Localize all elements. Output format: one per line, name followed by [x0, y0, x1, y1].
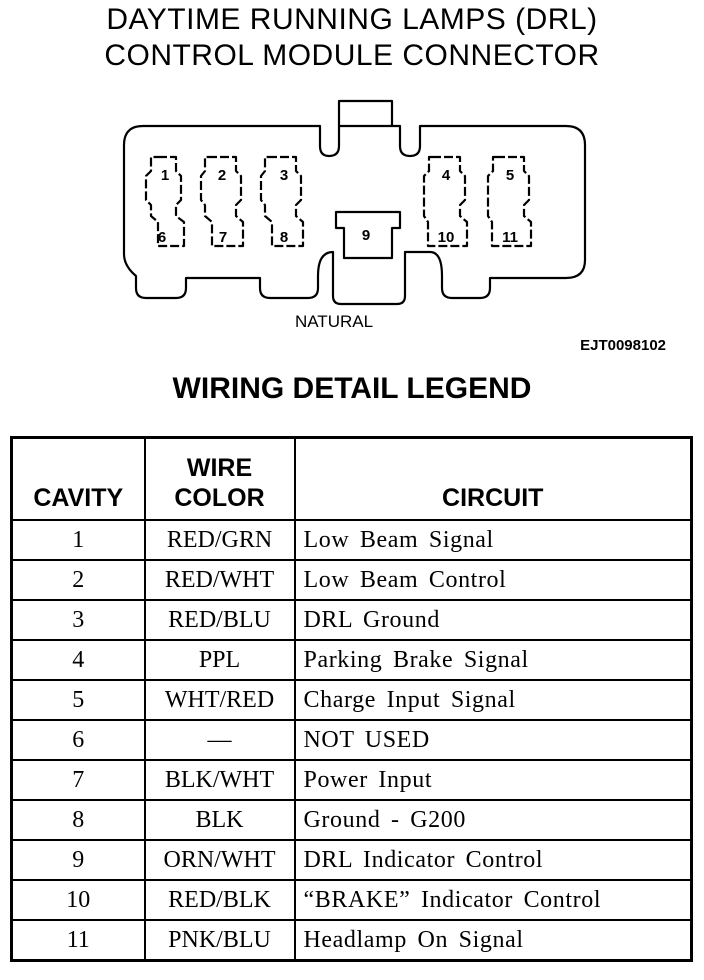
- pin-label-7: 7: [219, 229, 227, 246]
- cavity-9: [334, 210, 402, 260]
- circuit-cell: Low Beam Control: [293, 559, 693, 601]
- circuit-cell: DRL Ground: [293, 599, 693, 641]
- cavity-cell: 8: [10, 799, 146, 841]
- cavity-4-10: [422, 155, 469, 248]
- figure-code: EJT0098102: [580, 337, 666, 354]
- cavity-cell: 5: [10, 679, 146, 721]
- cavity-cell: 9: [10, 839, 146, 881]
- wire-color-cell: PPL: [143, 639, 296, 681]
- connector-color-label: NATURAL: [295, 312, 373, 331]
- circuit-cell: Low Beam Signal: [293, 519, 693, 561]
- cavity-5-11: [486, 155, 533, 248]
- circuit-cell: DRL Indicator Control: [293, 839, 693, 881]
- wire-color-cell: WHT/RED: [143, 679, 296, 721]
- pin-label-10: 10: [438, 229, 455, 246]
- wire-color-cell: —: [143, 719, 296, 761]
- cavity-cell: 7: [10, 759, 146, 801]
- header-circuit: CIRCUIT: [293, 436, 693, 521]
- connector-housing: [122, 99, 587, 306]
- pin-label-3: 3: [280, 167, 288, 184]
- diagram-title-line-2: CONTROL MODULE CONNECTOR: [104, 39, 600, 72]
- wire-color-cell: RED/BLK: [143, 879, 296, 921]
- header-wire-color-line-2: COLOR: [174, 484, 265, 512]
- circuit-cell: Charge Input Signal: [293, 679, 693, 721]
- wire-color-cell: BLK/WHT: [143, 759, 296, 801]
- wire-color-cell: RED/GRN: [143, 519, 296, 561]
- header-wire-color: WIRE COLOR: [143, 436, 296, 521]
- wire-color-cell: RED/BLU: [143, 599, 296, 641]
- cavity-cell: 1: [10, 519, 146, 561]
- pin-label-1: 1: [161, 167, 169, 184]
- wire-color-cell: RED/WHT: [143, 559, 296, 601]
- pin-label-5: 5: [506, 167, 514, 184]
- pin-label-4: 4: [442, 167, 451, 184]
- wire-color-cell: ORN/WHT: [143, 839, 296, 881]
- cavity-cell: 3: [10, 599, 146, 641]
- connector-diagram: 1 2 3 4 5 6 7 8 9 10 11 NATURAL EJT00981…: [122, 99, 666, 354]
- table-row: 6—NOT USED: [10, 719, 693, 761]
- wire-color-cell: BLK: [143, 799, 296, 841]
- pin-label-2: 2: [218, 167, 226, 184]
- circuit-cell: Power Input: [293, 759, 693, 801]
- cavity-2-7: [199, 155, 245, 248]
- pin-label-11: 11: [502, 229, 518, 246]
- pin-label-6: 6: [158, 229, 166, 246]
- wire-color-cell: PNK/BLU: [143, 919, 296, 962]
- pin-label-8: 8: [280, 229, 288, 246]
- header-wire-color-line-1: WIRE: [186, 454, 253, 482]
- diagram-title-line-1: DAYTIME RUNNING LAMPS (DRL): [106, 3, 598, 36]
- cavity-cell: 2: [10, 559, 146, 601]
- cavity-3-8: [259, 155, 305, 248]
- circuit-cell: Headlamp On Signal: [293, 919, 693, 962]
- pin-label-9: 9: [362, 227, 370, 244]
- cavity-cell: 4: [10, 639, 146, 681]
- circuit-cell: Ground - G200: [293, 799, 693, 841]
- header-cavity: CAVITY: [10, 436, 146, 521]
- cavity-cell: 11: [10, 919, 146, 962]
- circuit-cell: “BRAKE” Indicator Control: [293, 879, 693, 921]
- legend-title: WIRING DETAIL LEGEND: [172, 372, 532, 405]
- cavity-cell: 10: [10, 879, 146, 921]
- cavity-cell: 6: [10, 719, 146, 761]
- circuit-cell: NOT USED: [293, 719, 693, 761]
- table-header-row: CAVITY WIRE COLOR CIRCUIT: [10, 436, 693, 521]
- cavity-1-6: [144, 155, 186, 248]
- circuit-cell: Parking Brake Signal: [293, 639, 693, 681]
